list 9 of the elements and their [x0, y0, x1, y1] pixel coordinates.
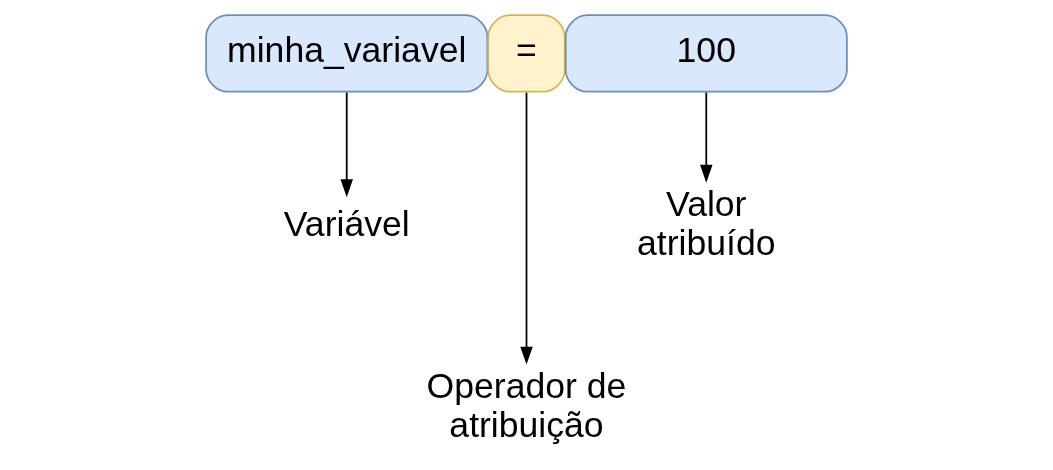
arrow — [520, 91, 533, 365]
node-text: Variável — [283, 203, 410, 244]
arrow — [700, 91, 713, 183]
node-box: 100 — [564, 14, 848, 93]
node-box: minha_variavel — [205, 14, 489, 93]
node-text: Valor atribuído — [637, 184, 776, 264]
arrow — [340, 91, 353, 198]
node-text: Operador de atribuição — [426, 365, 627, 446]
node-box: = — [487, 14, 566, 93]
